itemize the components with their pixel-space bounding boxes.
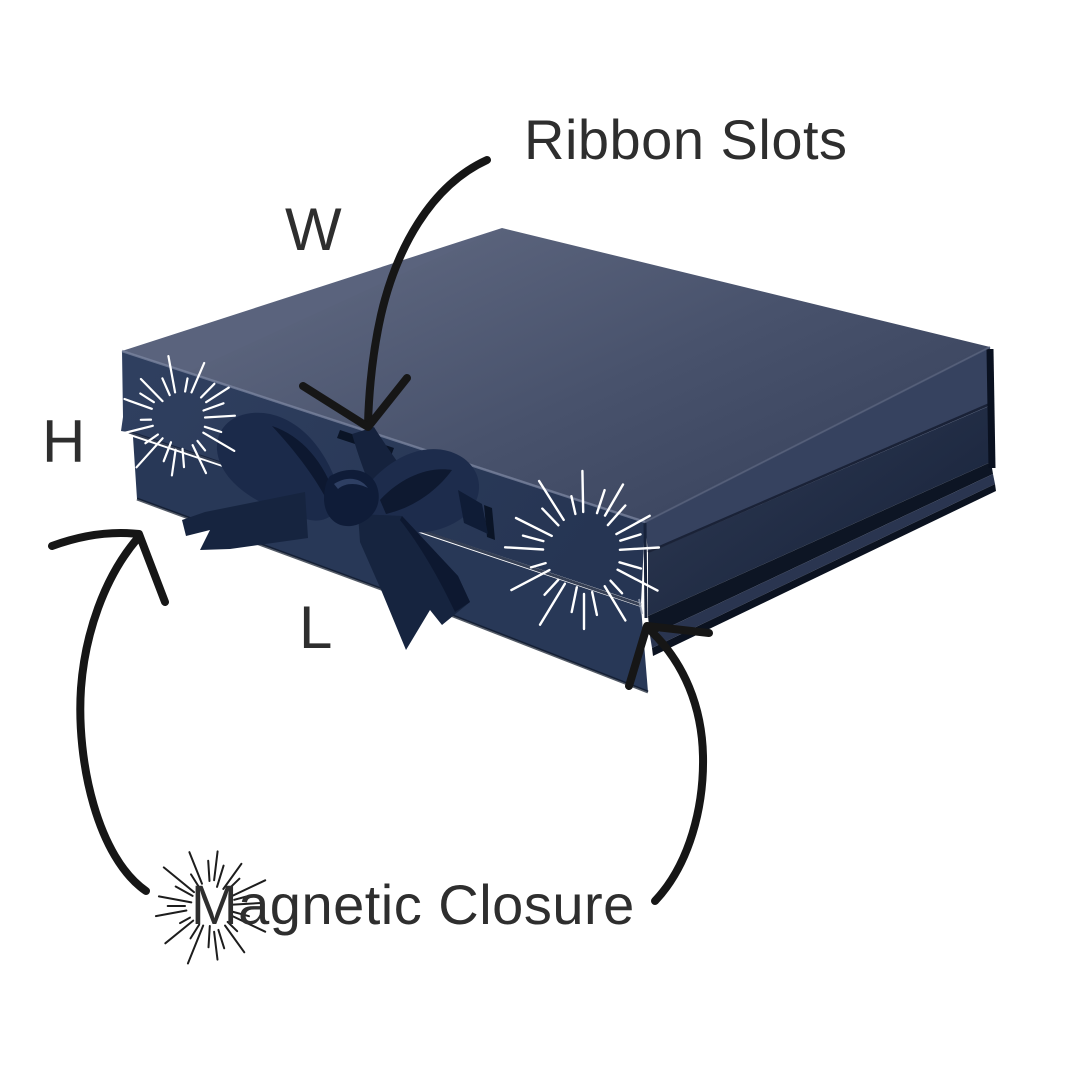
box-corner-edge — [643, 522, 648, 619]
box-bottom-edge-outer — [652, 484, 996, 656]
box-top-face — [122, 228, 990, 522]
magnetic-closure-label: Magnetic Closure — [191, 873, 635, 936]
box-top-right-edge — [644, 346, 991, 523]
arrow-to-magnetic-closure-left — [48, 529, 169, 895]
box-bottom-edge-mid — [650, 474, 995, 648]
corner-seam-slit — [638, 598, 643, 615]
box-side-face-lid — [645, 347, 994, 553]
arrow-to-ribbon-slot — [299, 156, 491, 431]
ribbon-slots-label: Ribbon Slots — [524, 108, 848, 171]
box-side-seam — [647, 401, 993, 554]
arrow-to-magnetic-closure-right — [625, 622, 713, 905]
starburst-icon-height — [118, 355, 236, 477]
starburst-icon-magnetic-closure — [154, 850, 267, 965]
length-dimension-label: L — [299, 594, 334, 661]
starburst-icon-length — [503, 469, 661, 631]
width-dimension-label: W — [285, 196, 343, 263]
box-side-face-base — [648, 404, 994, 616]
bow-left-loop-shadow — [272, 426, 336, 506]
bow-right-loop-shadow — [380, 469, 452, 514]
box-bottom-edge — [648, 462, 993, 636]
bow-right-tail — [358, 514, 470, 650]
height-dimension-label: H — [42, 408, 87, 475]
box-top-front-edge — [121, 349, 646, 524]
bow-left-loop — [216, 412, 342, 521]
ribbon-slot-wedge — [458, 490, 488, 534]
bow-right-tail-shadow — [400, 516, 470, 612]
annotation-arrows — [48, 156, 713, 905]
ribbon-bow — [182, 412, 488, 650]
bow-knot-highlight — [334, 478, 368, 489]
box-right-edge — [986, 348, 996, 469]
bow-left-tail — [182, 492, 308, 550]
